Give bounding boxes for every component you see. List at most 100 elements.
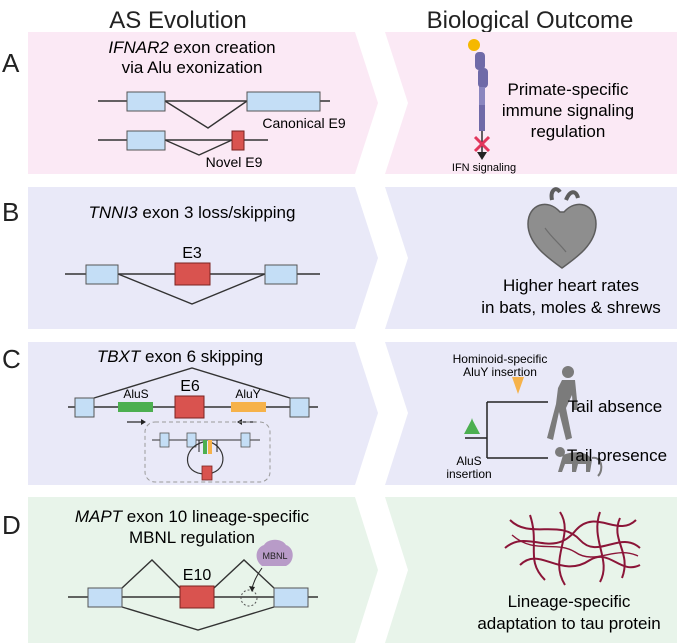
panel-c: C TBXT exon 6 skipping E6 AluS AluY xyxy=(2,342,677,485)
inset-border xyxy=(144,421,271,483)
panel-a-title: IFNAR2 exon creation xyxy=(108,38,275,57)
block-cross-icon-2 xyxy=(473,135,491,153)
panel-b: B TNNI3 exon 3 loss/skipping E3 Higher h… xyxy=(2,187,677,329)
tau-tangle-icon xyxy=(504,511,641,586)
panel-d-exon-upstream xyxy=(87,587,123,608)
inset-exon-1 xyxy=(159,432,170,448)
panel-a-outcome-line1: Primate-specific xyxy=(508,80,629,99)
panel-d-title-line2: MBNL regulation xyxy=(129,528,255,547)
mbnl-arrowhead xyxy=(249,586,255,592)
heart-artery xyxy=(564,190,580,201)
panel-d-splice-skip xyxy=(121,606,275,631)
panel-b-letter: B xyxy=(2,197,19,227)
signal-arrow-head xyxy=(477,152,487,160)
panel-c-alus-label: AluS xyxy=(123,387,148,401)
inset-exon-3 xyxy=(240,432,251,448)
panel-a-label-canonical: Canonical E9 xyxy=(262,115,345,131)
panel-a-exon-canonical-e9 xyxy=(246,91,321,112)
panel-b-title-rest: exon 3 loss/skipping xyxy=(138,203,296,222)
panel-a-right-box xyxy=(385,32,677,174)
panel-a-exon-upstream-2 xyxy=(126,130,166,151)
tau-strand-4 xyxy=(529,514,546,581)
panel-c-exon-e6 xyxy=(174,395,205,419)
panel-b-exon-downstream xyxy=(264,264,298,285)
panel-c-exon-downstream xyxy=(289,397,310,418)
panel-a-splice-novel xyxy=(164,139,233,156)
panel-b-exon-label: E3 xyxy=(182,245,202,262)
inset-exon-2 xyxy=(186,432,197,448)
panel-b-exon-e3 xyxy=(174,262,211,286)
panel-d-exon-e10 xyxy=(179,585,215,609)
panel-c-phylogeny xyxy=(464,377,548,459)
monkey-tail xyxy=(591,456,603,477)
panel-d-exon-downstream xyxy=(273,587,309,608)
panel-d-splice-inclusion-1 xyxy=(121,559,181,589)
panel-c-aluy-element xyxy=(231,402,266,412)
panel-c-alus-ins-line2: insertion xyxy=(446,467,491,481)
tau-strand-5 xyxy=(596,511,605,583)
receptor-transmembrane xyxy=(479,87,485,105)
panel-d-title: MAPT exon 10 lineage-specific xyxy=(75,507,310,526)
panel-c-right-box xyxy=(385,342,677,485)
panel-b-splice-skip xyxy=(117,273,266,305)
receptor-domain-2 xyxy=(478,68,488,88)
header-as-evolution: AS Evolution xyxy=(109,7,246,34)
tau-strand-3 xyxy=(519,555,641,569)
panel-a-ifn-label: IFN signaling xyxy=(452,162,516,174)
inset-aluy xyxy=(208,440,212,454)
panel-d-gene: MAPT xyxy=(75,507,124,526)
receptor-tail xyxy=(479,105,485,131)
tau-strand-8 xyxy=(511,534,639,558)
aluy-insertion-marker xyxy=(512,377,524,394)
header-biological-outcome: Biological Outcome xyxy=(427,7,634,34)
panel-b-outcome-line1: Higher heart rates xyxy=(503,276,639,295)
panel-c-hominoid-line1: Hominoid-specific xyxy=(453,352,548,366)
ligand-icon xyxy=(468,39,480,51)
panel-b-right-box xyxy=(385,187,677,329)
panel-c-title: TBXT exon 6 skipping xyxy=(97,347,263,366)
panel-a-outcome-line2: immune signaling xyxy=(502,101,634,120)
panel-b-exon-upstream xyxy=(85,264,119,285)
panel-c-alus-ins-line1: AluS xyxy=(456,454,481,468)
panel-a-exon-novel-e9 xyxy=(231,130,245,151)
panel-d-outcome-line2: adaptation to tau protein xyxy=(477,614,660,633)
monkey-icon xyxy=(555,447,603,477)
panel-b-outcome-line2: in bats, moles & shrews xyxy=(481,298,661,317)
panel-d: D MAPT exon 10 lineage-specific MBNL reg… xyxy=(2,497,677,643)
panel-b-title: TNNI3 exon 3 loss/skipping xyxy=(89,203,296,222)
receptor-icon xyxy=(468,39,491,160)
panel-c-tail-absence: Tail absence xyxy=(568,397,663,416)
human-icon xyxy=(547,366,578,440)
panel-a-title-line2: via Alu exonization xyxy=(122,58,263,77)
mbnl-binding-site xyxy=(240,589,258,607)
panel-c-title-rest: exon 6 skipping xyxy=(140,347,263,366)
panel-c-aluy-label: AluY xyxy=(235,387,260,401)
panel-b-gene: TNNI3 xyxy=(89,203,139,222)
panel-a: A IFNAR2 exon creation via Alu exonizati… xyxy=(2,32,677,174)
panel-c-splice-skip xyxy=(93,367,291,399)
panel-d-title-rest: exon 10 lineage-specific xyxy=(122,507,310,526)
panel-a-exon-upstream xyxy=(126,91,166,112)
tau-strand-7 xyxy=(616,517,626,579)
alus-insertion-marker xyxy=(464,419,480,434)
panel-a-label-novel: Novel E9 xyxy=(206,154,263,170)
inset-exon-e6 xyxy=(201,465,213,481)
monkey-body xyxy=(558,452,592,472)
panel-d-outcome-line1: Lineage-specific xyxy=(508,592,631,611)
panel-a-left-arrow xyxy=(28,32,378,174)
panel-c-tail-presence: Tail presence xyxy=(567,446,667,465)
heart-body xyxy=(527,203,597,269)
panel-c-gene: TBXT xyxy=(97,347,142,366)
mbnl-protein-icon xyxy=(256,539,293,566)
panel-a-outcome-line3: regulation xyxy=(531,122,606,141)
panel-c-exon-label: E6 xyxy=(180,378,200,395)
heart-aorta xyxy=(549,187,562,201)
monkey-head xyxy=(555,447,565,457)
panel-a-splice-canonical xyxy=(164,100,248,129)
human-body xyxy=(547,380,578,440)
heart-icon xyxy=(527,187,597,269)
mbnl-arrow xyxy=(251,567,263,589)
panel-a-gene: IFNAR2 xyxy=(108,38,169,57)
panel-d-letter: D xyxy=(2,510,21,540)
inset-alus xyxy=(203,440,207,454)
